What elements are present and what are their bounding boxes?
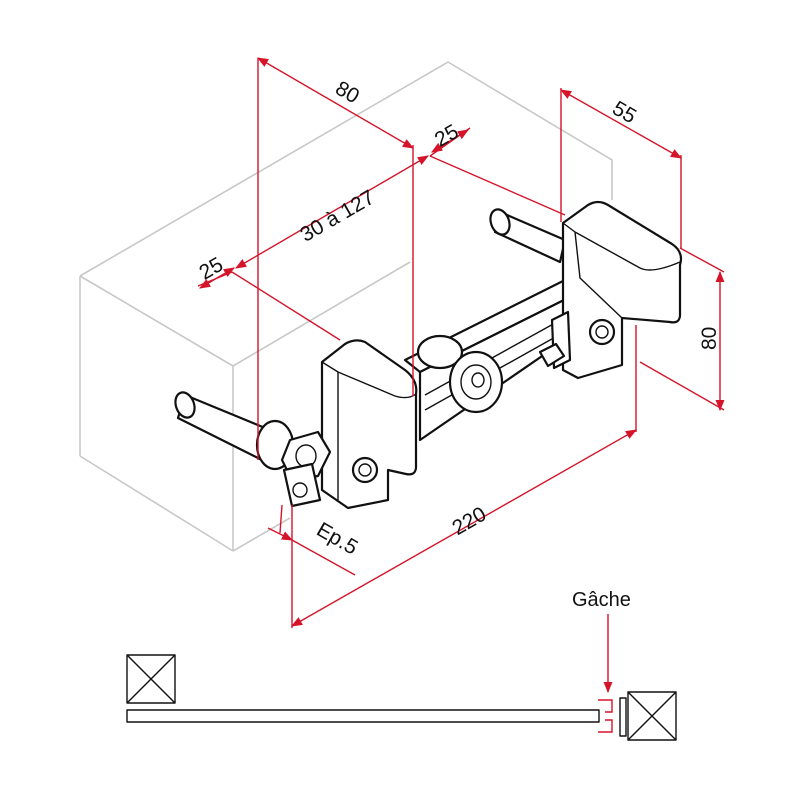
strike-plate bbox=[538, 200, 683, 380]
dimension-55-line bbox=[560, 89, 682, 159]
door-leaf bbox=[126, 709, 600, 723]
dimension-lines bbox=[197, 57, 725, 628]
dimension-220-line bbox=[291, 429, 637, 627]
dimension-25-left: 25 bbox=[195, 253, 227, 285]
dimension-span-line bbox=[235, 155, 429, 269]
right-wall-section bbox=[627, 691, 677, 741]
right-threaded-rod bbox=[489, 208, 567, 264]
dimension-25-right: 25 bbox=[431, 120, 463, 152]
dimension-25-right-line bbox=[431, 129, 469, 153]
left-threaded-rod bbox=[174, 391, 332, 508]
plan-view: Gâche bbox=[126, 589, 677, 741]
dimension-span: 30 à 127 bbox=[296, 186, 378, 247]
adjustment-knob bbox=[416, 334, 504, 414]
left-jaw bbox=[320, 339, 418, 510]
dimension-80-right: 80 bbox=[698, 327, 721, 350]
dimension-220: 220 bbox=[448, 503, 490, 540]
strike-label: Gâche bbox=[572, 589, 631, 611]
strike-plan bbox=[598, 699, 613, 733]
dimension-25-left-line bbox=[199, 267, 235, 289]
dimension-55: 55 bbox=[608, 97, 640, 129]
dimension-thickness: Ep.5 bbox=[313, 518, 362, 560]
left-wall-section bbox=[126, 654, 176, 704]
dimension-80-top-line bbox=[257, 57, 414, 149]
